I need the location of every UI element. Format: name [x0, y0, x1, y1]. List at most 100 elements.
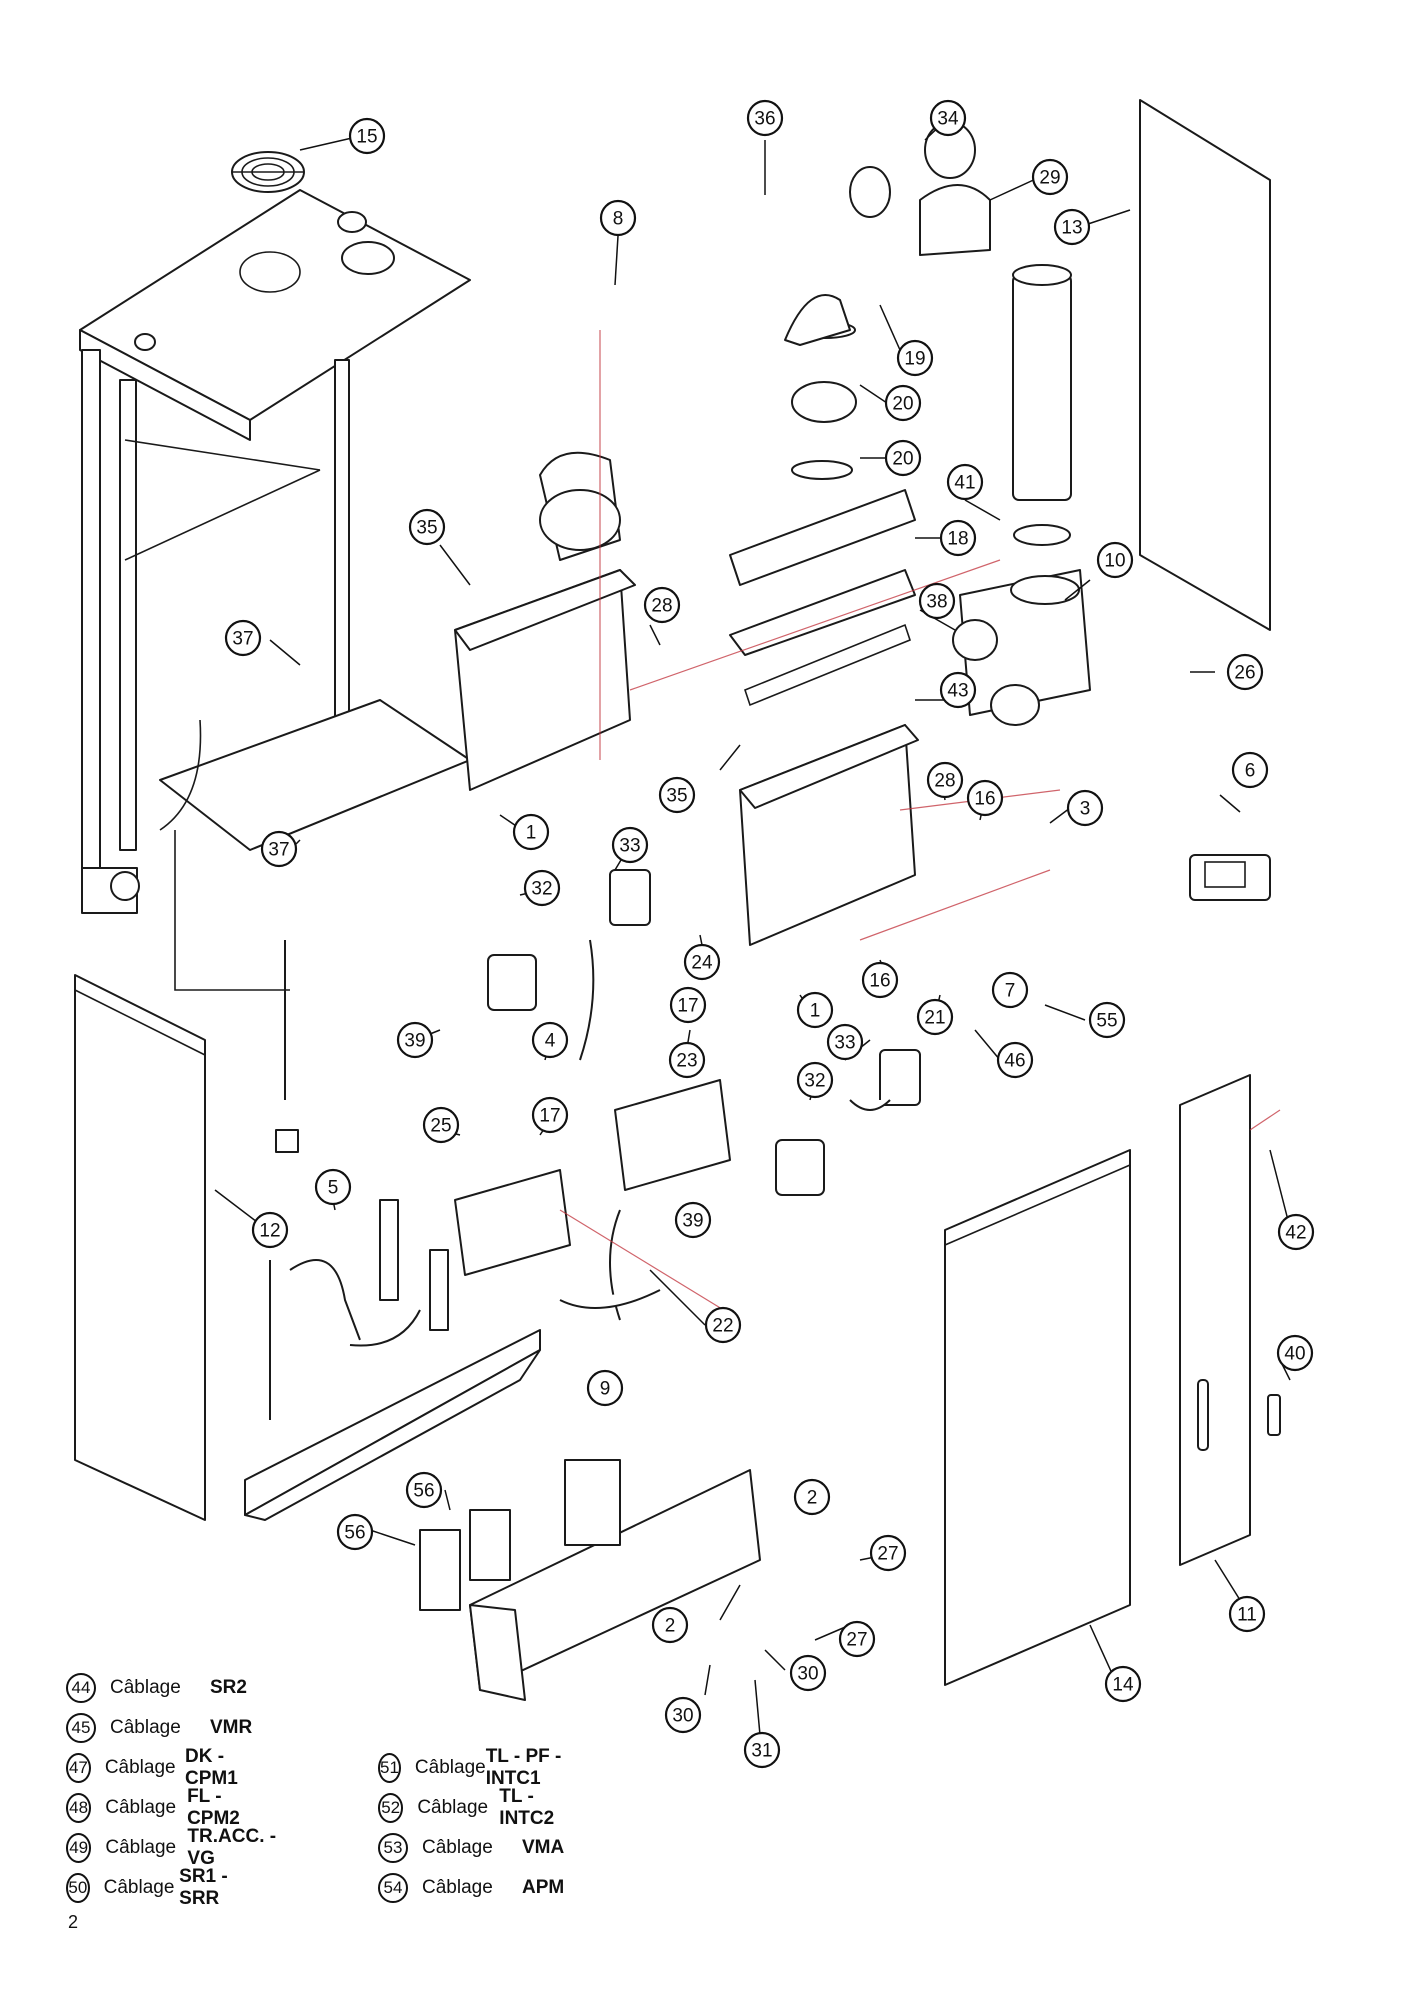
legend-code: TL - INTC2 [499, 1786, 555, 1829]
legend-code: SR2 [210, 1677, 247, 1698]
part-callout-28: 28 [643, 586, 681, 624]
part-callout-43: 43 [939, 671, 977, 709]
bracket-bar-part [244, 1329, 541, 1521]
callout-circle [224, 619, 262, 657]
callout-number: 16 [869, 971, 890, 992]
callout-number: 19 [904, 349, 925, 370]
part-callout-40: 40 [1276, 1334, 1314, 1372]
callout-number: 7 [1005, 981, 1016, 1002]
callout-circle [884, 439, 922, 477]
legend-row: 44 Câblage SR2 [66, 1672, 247, 1704]
part-callout-33: 33 [611, 826, 649, 864]
legend-code: TL - PF - INTC1 [485, 1746, 562, 1789]
callout-number: 2 [807, 1488, 818, 1509]
legend-number: 45 [66, 1713, 96, 1743]
part-callout-8: 8 [599, 199, 637, 237]
legend-row: 51 Câblage TL - PF - INTC1 [378, 1746, 577, 1789]
part-callout-27: 27 [838, 1620, 876, 1658]
pipe-assembly-part [269, 940, 449, 1420]
fan-grille-part [231, 151, 305, 193]
callout-circle [793, 1478, 831, 1516]
callout-circle [869, 1534, 907, 1572]
part-callout-42: 42 [1277, 1213, 1315, 1251]
callout-number: 46 [1004, 1051, 1025, 1072]
callout-circle [1104, 1665, 1142, 1703]
part-callout-37: 37 [260, 830, 298, 868]
callout-number: 41 [954, 473, 975, 494]
callout-number: 23 [676, 1051, 697, 1072]
callout-number: 39 [404, 1031, 425, 1052]
part-callout-56: 56 [405, 1471, 443, 1509]
part-callout-32: 32 [523, 869, 561, 907]
legend-code: VMR [210, 1717, 253, 1738]
callout-circle [918, 582, 956, 620]
callout-number: 37 [268, 840, 289, 861]
pumps-part [487, 869, 921, 1196]
part-callout-21: 21 [916, 998, 954, 1036]
callout-circle [1088, 1001, 1126, 1039]
control-display-part [1189, 854, 1271, 901]
callout-number: 24 [691, 953, 713, 974]
callout-circle [531, 1096, 569, 1134]
heat-exchanger-right-part [739, 724, 919, 946]
callout-number: 27 [877, 1544, 898, 1565]
callout-circle [251, 1211, 289, 1249]
hoses-part [559, 939, 891, 1321]
part-callout-38: 38 [918, 582, 956, 620]
callout-circle [523, 869, 561, 907]
part-callout-25: 25 [422, 1106, 460, 1144]
callout-number: 28 [651, 596, 672, 617]
part-callout-6: 6 [1231, 751, 1269, 789]
part-callout-32: 32 [796, 1061, 834, 1099]
callout-number: 16 [974, 789, 995, 810]
flue-parts [784, 121, 1091, 726]
callout-circle [396, 1021, 434, 1059]
part-callout-17: 17 [531, 1096, 569, 1134]
legend-number: 53 [378, 1833, 408, 1863]
callout-circle [1066, 789, 1104, 827]
part-callout-39: 39 [674, 1201, 712, 1239]
callout-circle [884, 384, 922, 422]
callout-circle [796, 1061, 834, 1099]
callout-number: 33 [619, 836, 640, 857]
part-callout-24: 24 [683, 943, 721, 981]
part-callout-16: 16 [861, 961, 899, 999]
callout-number: 13 [1061, 218, 1082, 239]
part-callout-10: 10 [1096, 541, 1134, 579]
callout-circle [531, 1021, 569, 1059]
side-panel-left-part [74, 974, 206, 1521]
callout-number: 30 [672, 1706, 693, 1727]
legend-row: 54 Câblage APM [378, 1872, 564, 1904]
callout-circle [669, 986, 707, 1024]
callout-number: 25 [430, 1116, 451, 1137]
legend-row: 52 Câblage TL - INTC2 [378, 1786, 577, 1829]
parts-drawing [74, 99, 1281, 1701]
callout-circle [1226, 653, 1264, 691]
part-callout-17: 17 [669, 986, 707, 1024]
callout-number: 21 [924, 1008, 945, 1029]
callout-circle [651, 1606, 689, 1644]
callout-circle [1228, 1595, 1266, 1633]
callout-number: 15 [356, 127, 377, 148]
callout-number: 32 [804, 1071, 825, 1092]
legend-number: 54 [378, 1873, 408, 1903]
part-callout-34: 34 [929, 99, 967, 137]
legend-code: DK - CPM1 [184, 1746, 238, 1789]
callout-number: 55 [1096, 1011, 1117, 1032]
callout-circle [599, 199, 637, 237]
callout-number: 32 [531, 879, 552, 900]
callout-number: 35 [416, 518, 437, 539]
part-callout-29: 29 [1031, 158, 1069, 196]
legend-code: SR1 - SRR [179, 1866, 228, 1909]
part-callout-2: 2 [651, 1606, 689, 1644]
callout-circle [348, 117, 386, 155]
heat-exchanger-left-part [454, 451, 636, 791]
callout-number: 5 [328, 1178, 339, 1199]
callout-number: 56 [344, 1523, 365, 1544]
legend-row: 47 Câblage DK - CPM1 [66, 1746, 263, 1789]
legend-row: 49 Câblage TR.ACC. - VG [66, 1826, 287, 1869]
legend-row: 48 Câblage FL - CPM2 [66, 1786, 263, 1829]
callout-number: 56 [413, 1481, 434, 1502]
page-number: 2 [68, 1912, 79, 1932]
part-callout-1: 1 [796, 991, 834, 1029]
